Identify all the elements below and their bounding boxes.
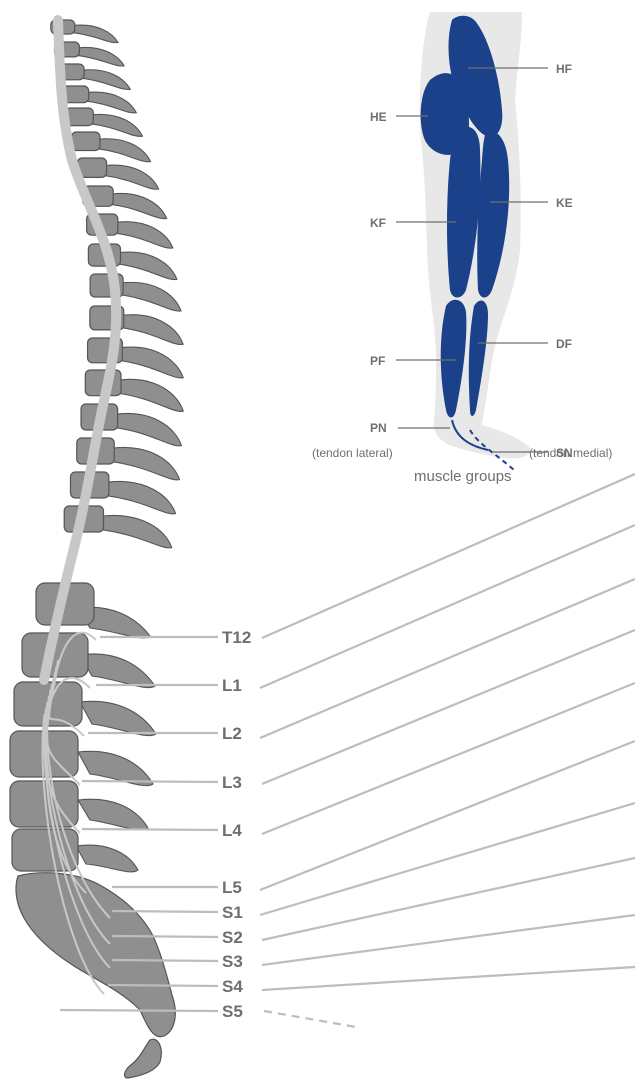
leg-illustration	[420, 12, 531, 470]
level-label-l4: L4	[222, 821, 242, 840]
label-pn: PN	[370, 421, 387, 435]
level-leader-s4	[108, 985, 218, 986]
spinous-process	[104, 165, 159, 189]
level-label-s2: S2	[222, 928, 243, 947]
label-kf: KF	[370, 216, 386, 230]
spinous-process	[120, 315, 183, 345]
sacrum	[16, 873, 175, 1037]
level-label-l1: L1	[222, 676, 242, 695]
spinous-process	[77, 47, 124, 66]
level-label-l5: L5	[222, 878, 242, 897]
level-label-s3: S3	[222, 952, 243, 971]
spinous-process	[115, 222, 173, 248]
spinous-process	[111, 447, 180, 479]
level-leader-l4	[82, 829, 218, 830]
level-leader-s2	[112, 936, 218, 937]
level-connector-s4	[262, 967, 635, 990]
spinous-process-l2	[80, 701, 156, 735]
note-tendon-lateral: (tendon lateral)	[312, 446, 393, 460]
spinous-process	[105, 481, 176, 513]
spinous-process	[117, 252, 177, 280]
spinous-process	[110, 193, 167, 218]
level-label-s5: S5	[222, 1002, 243, 1021]
level-leader-s1	[112, 911, 218, 912]
level-leader-l3	[82, 781, 218, 782]
spine-illustration	[10, 20, 183, 1078]
spinous-process	[100, 515, 172, 547]
level-label-l2: L2	[222, 724, 242, 743]
level-connector-s5	[264, 1011, 356, 1027]
spinous-process	[97, 139, 150, 162]
spinous-process-l4	[78, 799, 148, 830]
level-connector-l2	[260, 579, 635, 738]
level-label-t12: T12	[222, 628, 251, 647]
label-pf: PF	[370, 354, 385, 368]
spinous-process-l5	[76, 845, 138, 872]
spinous-process	[120, 282, 181, 311]
spinous-process-l1	[80, 654, 155, 688]
vertebra	[71, 132, 100, 151]
level-connector-l3	[262, 630, 635, 784]
label-hf: HF	[556, 62, 572, 76]
spinous-process	[119, 347, 183, 378]
coccyx	[125, 1039, 162, 1078]
level-connector-s3	[262, 915, 635, 965]
level-label-s4: S4	[222, 977, 243, 996]
level-connector-l4	[262, 683, 635, 834]
level-connector-l5	[260, 741, 635, 890]
level-label-s1: S1	[222, 903, 243, 922]
level-leader-s5	[60, 1010, 218, 1011]
level-connector-t12	[262, 474, 635, 638]
level-leader-s3	[112, 960, 218, 961]
spinous-process	[117, 379, 183, 411]
spinous-process	[81, 70, 130, 90]
level-label-l3: L3	[222, 773, 242, 792]
spinous-process	[86, 92, 136, 113]
label-he: HE	[370, 110, 387, 124]
level-connector-l1	[260, 525, 635, 688]
label-ke: KE	[556, 196, 573, 210]
level-connector-s2	[262, 858, 635, 940]
note-tendon-medial: (tendon medial)	[529, 446, 612, 460]
spinous-process	[72, 25, 118, 42]
muscle-groups-caption: muscle groups	[414, 468, 512, 485]
spinous-process	[114, 413, 181, 445]
label-df: DF	[556, 337, 572, 351]
